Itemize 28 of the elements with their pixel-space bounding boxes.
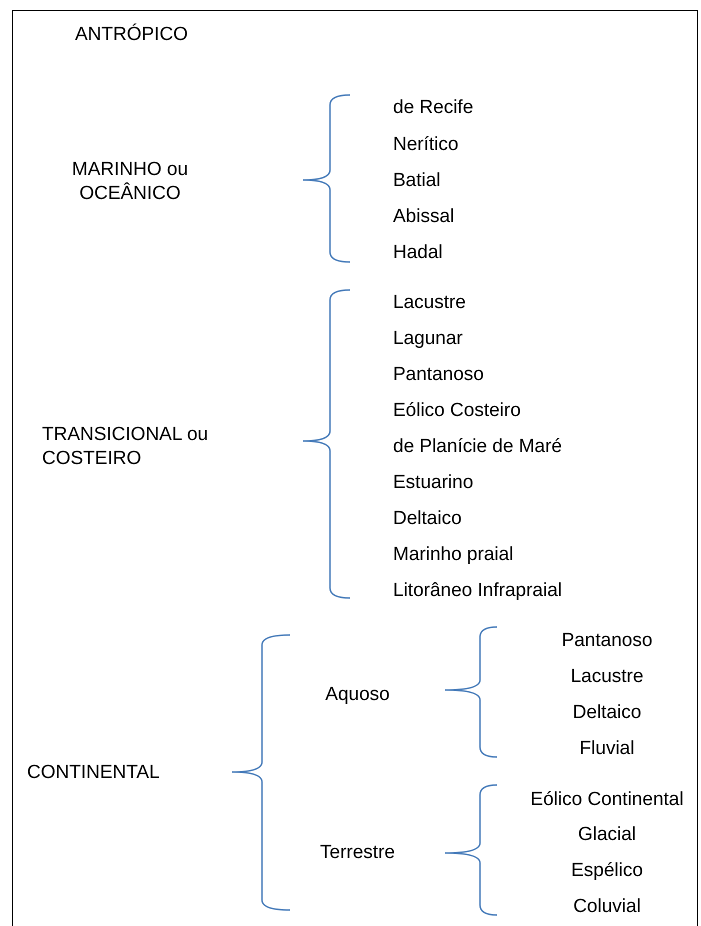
environment-label: Deltaico	[572, 701, 642, 725]
environment-label: Hadal	[393, 241, 443, 265]
environment-label: Fluvial	[578, 737, 636, 761]
environment-label: Lacustre	[393, 291, 466, 315]
environment-label: de Recife	[393, 96, 474, 120]
category-heading: ANTRÓPICO	[75, 23, 188, 47]
environment-label: Litorâneo Infrapraial	[393, 579, 562, 603]
category-heading: MARINHO ou OCEÂNICO	[70, 158, 190, 206]
environment-label: Eólico Continental	[529, 788, 685, 812]
subcategory-label: Terrestre	[319, 841, 396, 865]
environment-label: Marinho praial	[393, 543, 514, 567]
environment-label: Nerítico	[393, 133, 458, 157]
environment-label: Glacial	[576, 823, 638, 847]
environment-label: Pantanoso	[560, 629, 654, 653]
subcategory-label: Aquoso	[324, 683, 391, 707]
environment-label: Lacustre	[570, 665, 644, 689]
category-heading: CONTINENTAL	[27, 761, 160, 785]
environment-label: de Planície de Maré	[393, 435, 562, 459]
environment-label: Pantanoso	[393, 363, 484, 387]
environment-label: Coluvial	[572, 895, 642, 919]
environment-label: Batial	[393, 169, 441, 193]
environment-label: Eólico Costeiro	[393, 399, 521, 423]
category-heading: TRANSICIONAL ou COSTEIRO	[42, 423, 210, 471]
environment-label: Abissal	[393, 205, 454, 229]
environment-label: Lagunar	[393, 327, 463, 351]
environment-label: Estuarino	[393, 471, 474, 495]
environment-label: Deltaico	[393, 507, 462, 531]
environment-label: Espélico	[570, 859, 644, 883]
